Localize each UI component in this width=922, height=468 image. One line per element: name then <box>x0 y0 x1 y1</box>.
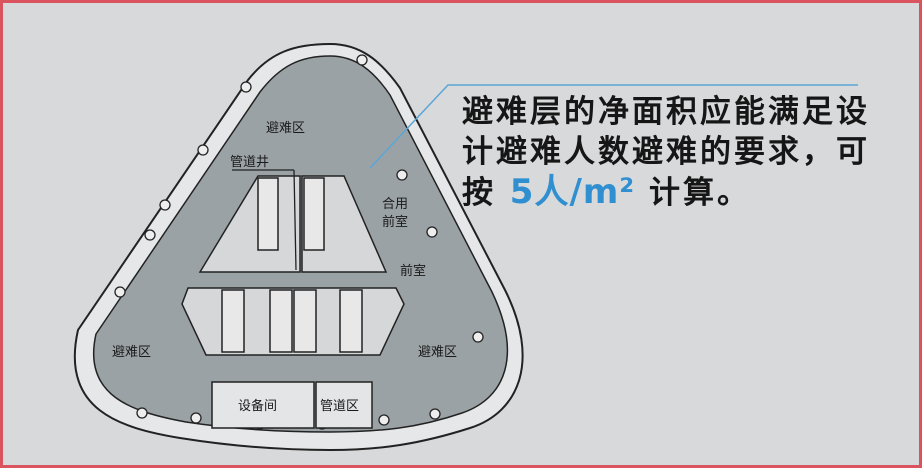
label-refuge-top: 避难区 <box>266 121 305 136</box>
caption: 避难层的净面积应能满足设 计避难人数避难的要求，可 按 5人/m² 计算。 <box>462 92 882 213</box>
upper-core <box>198 175 388 273</box>
bottom-rooms <box>211 381 373 429</box>
label-refuge-right: 避难区 <box>418 345 457 360</box>
label-equipment-room: 设备间 <box>238 398 277 414</box>
leader-line <box>369 84 858 169</box>
label-vestibule: 前室 <box>400 263 426 279</box>
density-highlight: 5人/m² <box>509 172 636 212</box>
label-shared-vestibule-1: 合用 <box>382 197 408 212</box>
label-shared-vestibule-2: 前室 <box>382 214 408 230</box>
caption-prefix: 按 <box>462 175 496 211</box>
caption-line-1: 避难层的净面积应能满足设 <box>462 94 870 130</box>
caption-line-2: 计避难人数避难的要求，可 <box>462 134 870 170</box>
label-refuge-left: 避难区 <box>112 345 151 360</box>
columns <box>114 54 484 430</box>
lower-core <box>181 287 405 356</box>
label-pipe-shaft: 管道井 <box>230 155 269 170</box>
caption-suffix: 计算。 <box>649 175 751 211</box>
label-pipe-zone: 管道区 <box>320 399 359 414</box>
caption-line-3: 按 5人/m² 计算。 <box>462 172 882 213</box>
